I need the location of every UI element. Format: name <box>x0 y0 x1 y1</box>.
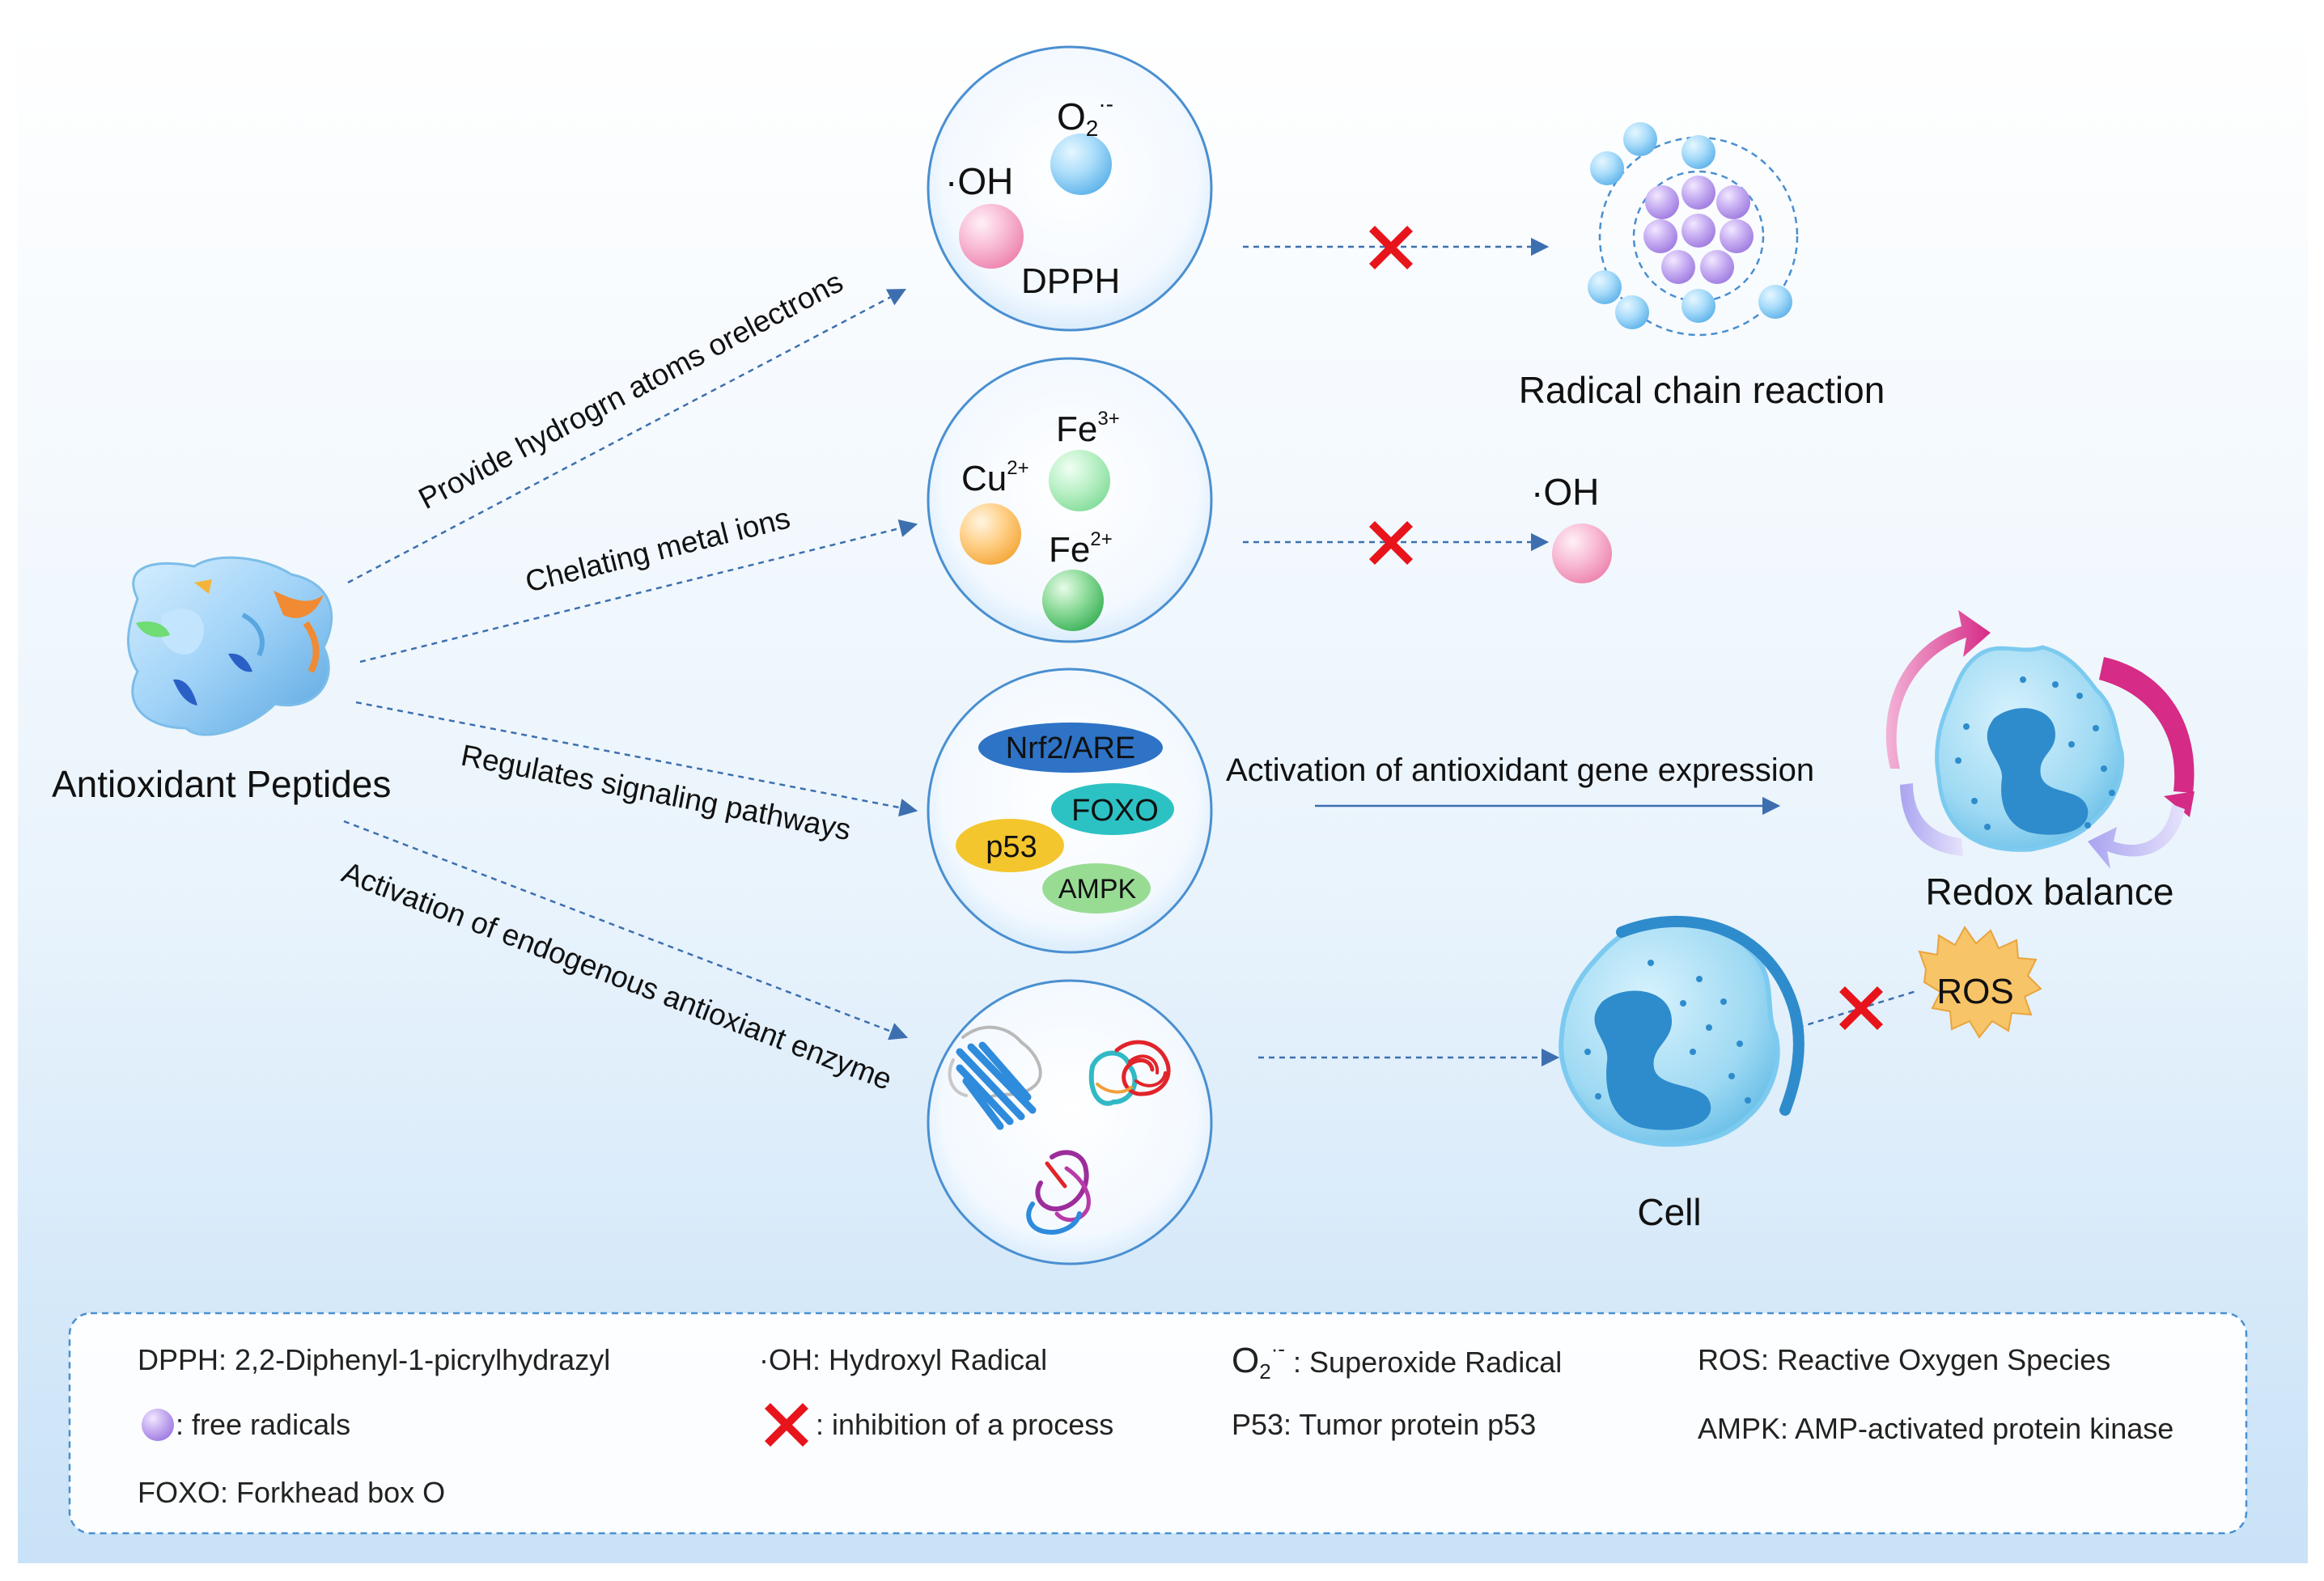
legend-oh: ·OH: Hydroxyl Radical <box>759 1343 1047 1376</box>
enzyme-structure-3 <box>1026 1150 1091 1235</box>
oh-outcome-ball <box>1552 523 1612 583</box>
bubble1-dpph: DPPH <box>1021 261 1120 301</box>
peptide-icon <box>126 556 333 736</box>
radical-chain-atom <box>1588 122 1799 337</box>
foxo-pill <box>1051 783 1174 835</box>
ampk-pill <box>1042 863 1151 913</box>
bubble1-o2: O2·- <box>1057 91 1113 141</box>
pathway-line-3 <box>355 701 918 817</box>
cell-icon <box>1559 915 1804 1147</box>
legend: DPPH: 2,2-Diphenyl-1-picrylhydrazyl ·OH:… <box>68 1312 2248 1535</box>
ros-label: ROS <box>1936 972 2013 1011</box>
gene-expression-label: Activation of antioxidant gene expressio… <box>1226 752 1814 788</box>
p53-pill <box>956 819 1064 872</box>
enzyme-structure-1 <box>948 1025 1042 1130</box>
legend-ampk: AMPK: AMP-activated protein kinase <box>1698 1412 2173 1445</box>
bubble3-foxo: FOXO <box>1071 794 1159 828</box>
bubble2-fe2: Fe2+ <box>1049 528 1113 570</box>
cu-ball <box>960 503 1021 565</box>
bubble3-nrf2: Nrf2/ARE <box>1006 731 1135 765</box>
superoxide-ball <box>1050 134 1112 195</box>
legend-dpph: DPPH: 2,2-Diphenyl-1-picrylhydrazyl <box>138 1343 610 1376</box>
pathway-connectors <box>343 288 918 1041</box>
cell-label: Cell <box>1637 1191 1701 1233</box>
bubble1-oh: ·OH <box>945 160 1013 202</box>
legend-foxo: FOXO: Forkhead box O <box>138 1476 445 1509</box>
radical-chain-label: Radical chain reaction <box>1519 369 1885 411</box>
fe2-ball <box>1042 570 1104 631</box>
bubble2-cu: Cu2+ <box>961 457 1029 498</box>
oh-outcome-label: ·OH <box>1531 471 1599 513</box>
pathway-line-2 <box>359 519 918 663</box>
bubble2-fe3: Fe3+ <box>1056 408 1120 449</box>
bubble-radicals: ·OH O2·- DPPH <box>927 45 1213 332</box>
bubble-enzymes <box>927 979 1213 1265</box>
bubble3-ampk: AMPK <box>1058 874 1137 905</box>
fe3-ball <box>1049 450 1110 511</box>
redox-cycle-arrows <box>1885 610 2195 869</box>
redox-label: Redox balance <box>1926 871 2174 913</box>
bubble3-p53: p53 <box>986 830 1037 864</box>
legend-p53: P53: Tumor protein p53 <box>1232 1408 1536 1441</box>
enzyme-structure-2 <box>1088 1040 1171 1106</box>
nrf2-pill <box>978 723 1163 773</box>
ros-burst <box>1918 926 2042 1039</box>
legend-free-radical-ball <box>142 1409 174 1441</box>
legend-ros: ROS: Reactive Oxygen Species <box>1698 1343 2110 1376</box>
legend-inhibition: : inhibition of a process <box>816 1408 1113 1441</box>
redox-cell <box>1935 645 2125 852</box>
hydroxyl-ball <box>959 204 1024 269</box>
bubble-signaling: Nrf2/ARE FOXO p53 AMPK <box>927 668 1213 954</box>
bubble-metal-ions: Fe3+ Cu2+ Fe2+ <box>927 357 1213 643</box>
main-label: Antioxidant Peptides <box>52 763 391 805</box>
legend-o2: O2·- : Superoxide Radical <box>1232 1337 1562 1384</box>
cell-shield-arc <box>1616 915 1804 1116</box>
legend-free-radicals: : free radicals <box>176 1408 350 1441</box>
